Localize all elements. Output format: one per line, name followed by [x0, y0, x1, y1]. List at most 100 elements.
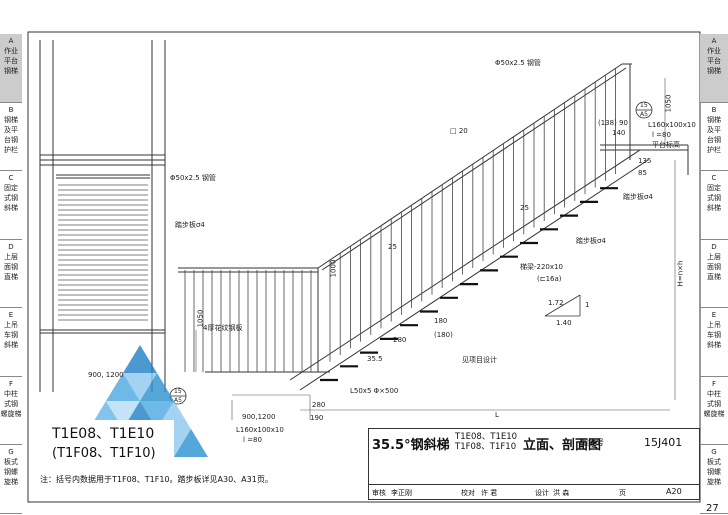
index-tab-letter: F [711, 379, 717, 388]
index-tab-letter: A [8, 37, 14, 45]
designer-name: 洪 森 [553, 489, 570, 497]
label-l50: L50x5 Φ×500 [350, 387, 399, 395]
index-tab-text: 旋梯 [707, 478, 721, 487]
checker-name: 许 君 [481, 489, 498, 497]
index-tab-text: 钢梯 [4, 67, 18, 75]
index-tab-letter: E [8, 311, 14, 320]
index-tab-text: 式钢 [707, 399, 721, 408]
index-tab-text: 上层 [707, 252, 721, 261]
index-tab-text: 中柱 [4, 389, 18, 398]
review-label: 审核 [372, 489, 386, 497]
index-tab-text: 面钢 [4, 262, 18, 271]
index-tab-text: 直梯 [4, 272, 18, 281]
legend-codes-1: T1E08、T1E10 [52, 426, 155, 442]
check-label: 校对 [461, 489, 475, 497]
elevation-view [178, 63, 689, 391]
index-tab-text: 上层 [4, 252, 18, 261]
index-tab-letter: C [711, 174, 717, 183]
reviewer-name: 李正刚 [391, 489, 412, 497]
label-dim-H: H=n×h [676, 260, 685, 287]
index-tab-text: 及平 [4, 125, 18, 134]
label-180b: (180) [434, 331, 453, 339]
index-tab-text: 面钢 [707, 262, 721, 271]
drawing-note: 注：括号内数据用于T1F08、T1F10。踏步板详见A30、A31页。 [40, 475, 273, 484]
label-angle-spec: L160x100x10 [648, 121, 696, 129]
label-slope-140: 1.40 [556, 319, 572, 327]
label-900-1200: 900,1200 [242, 413, 276, 421]
index-tab-text: 式钢 [4, 399, 18, 408]
index-tab-text: 及平 [707, 125, 721, 134]
legend-codes-2: (T1F08、T1F10) [52, 446, 156, 461]
label-35-5: 35.5 [367, 355, 383, 363]
drawing-title: 35.5°钢斜梯 [372, 438, 450, 453]
watermark-triangle [106, 373, 140, 401]
index-tab-text: 钢螺 [4, 468, 18, 477]
label-190: 190 [310, 414, 324, 422]
section-view [39, 40, 166, 392]
page-number: 27 [706, 503, 719, 514]
index-tab-text: 斜梯 [4, 341, 18, 350]
label-stringer-alt: (⊏16a) [537, 275, 562, 283]
label-l80-bot: l =80 [243, 436, 262, 444]
label-900: 900, 1200 [88, 371, 124, 379]
index-tab-text: 螺旋梯 [703, 409, 725, 418]
label-square20: □ 20 [450, 127, 468, 135]
signature-row: 审核 李正刚 校对 许 君 设计 洪 森 页 [369, 484, 699, 499]
index-tab-letter: D [8, 242, 14, 251]
detail-bottom-sub: A5 [174, 397, 182, 404]
label-l80-top: l =80 [652, 131, 671, 139]
label-tread-left: 踏步板σ4 [175, 221, 205, 229]
index-tab-letter: G [711, 448, 717, 457]
label-stringer: 梯梁-220x10 [520, 263, 563, 271]
index-tab-text: 平台 [4, 57, 18, 65]
label-pipe-top: Φ50x2.5 钢管 [495, 59, 541, 67]
detail-callout-top [635, 101, 653, 119]
index-tab-text: 式钢 [707, 194, 721, 203]
label-135: 135 [638, 157, 652, 165]
label-280b: 280 [312, 401, 326, 409]
watermark-triangle [106, 401, 140, 429]
page-label: 页 [619, 489, 626, 497]
drawing-codes-1: T1E08、T1E10 [455, 432, 518, 442]
label-280: 280 [393, 336, 407, 344]
watermark-triangle [174, 429, 208, 457]
watermark-triangle [140, 373, 174, 401]
detail-top-sub: A5 [640, 111, 648, 118]
label-pipe-left: Φ50x2.5 钢管 [170, 174, 216, 182]
index-tab-text: 螺旋梯 [0, 409, 22, 418]
index-tab-text: 上吊 [707, 321, 721, 330]
index-tab-letter: G [8, 448, 14, 457]
index-tab-letter: E [711, 311, 717, 320]
title-block [368, 428, 700, 500]
index-tab-text: 斜梯 [707, 341, 721, 350]
label-angle-spec-b: L160x100x10 [236, 426, 284, 434]
index-tab-text: 车钢 [4, 331, 18, 340]
index-tab-text: 板式 [707, 458, 721, 467]
index-tab-text: 旋梯 [4, 478, 18, 487]
label-tread-o4: 踏步板σ4 [576, 237, 606, 245]
label-platform-level: 平台标高 [652, 141, 680, 149]
index-tab-text: 式钢 [4, 194, 18, 203]
slope-indicator [544, 294, 581, 317]
index-tab-text: 作业 [707, 47, 721, 55]
index-tab-text: 护栏 [4, 145, 18, 154]
label-1000: 1000 [329, 259, 338, 278]
index-tab-text: 钢梯 [707, 67, 721, 75]
detail-bottom-number: 15 [174, 388, 182, 395]
sheet-code: A20 [666, 487, 682, 496]
detail-top-number: 15 [640, 102, 648, 109]
label-25: 25 [388, 243, 397, 251]
drawing-view-name: 立面、剖面图 [523, 438, 602, 453]
label-25b: 25 [520, 204, 529, 212]
